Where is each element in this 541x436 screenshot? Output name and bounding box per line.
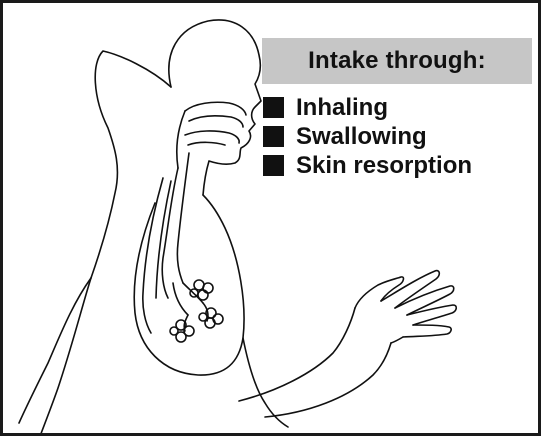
bronchus-left — [173, 283, 188, 315]
esophagus-left — [143, 178, 163, 333]
alveoli-cluster-mid — [199, 308, 223, 328]
bronchus-right — [183, 283, 203, 303]
back-of-head-line — [91, 51, 171, 278]
hand-finger-3 — [407, 305, 456, 325]
intake-heading: Intake through: — [308, 47, 486, 75]
arm-lower-line — [265, 343, 391, 417]
trachea-right — [177, 153, 189, 283]
intake-route-label: Skin resorption — [296, 152, 472, 180]
back-line — [39, 278, 91, 436]
hand-finger-4 — [403, 325, 451, 337]
intake-route-label: Inhaling — [296, 94, 388, 122]
pharynx-back-wall — [177, 111, 185, 168]
nasal-cavity-lower — [189, 116, 243, 127]
intake-routes-list: Inhaling Swallowing Skin resorption — [263, 93, 472, 180]
intake-route-swallowing: Swallowing — [263, 122, 472, 151]
chest-cavity-outline — [134, 195, 244, 375]
face-profile-line — [169, 20, 261, 195]
alveoli-cluster-upper — [190, 280, 213, 300]
front-torso-line — [243, 338, 288, 427]
intake-route-skin-resorption: Skin resorption — [263, 151, 472, 180]
alveoli-cluster-lower — [170, 320, 194, 342]
intake-heading-box: Intake through: — [262, 38, 532, 84]
nasal-cavity-upper — [185, 102, 246, 115]
mouth-cavity-lower — [188, 142, 225, 145]
shoulder-line — [19, 278, 91, 423]
intake-route-label: Swallowing — [296, 123, 427, 151]
black-square-bullet-icon — [263, 155, 284, 176]
black-square-bullet-icon — [263, 97, 284, 118]
hand-palm-edge — [391, 337, 403, 343]
black-square-bullet-icon — [263, 126, 284, 147]
hand-finger-1 — [381, 271, 439, 308]
intake-route-inhaling: Inhaling — [263, 93, 472, 122]
mouth-cavity-upper — [185, 131, 239, 143]
